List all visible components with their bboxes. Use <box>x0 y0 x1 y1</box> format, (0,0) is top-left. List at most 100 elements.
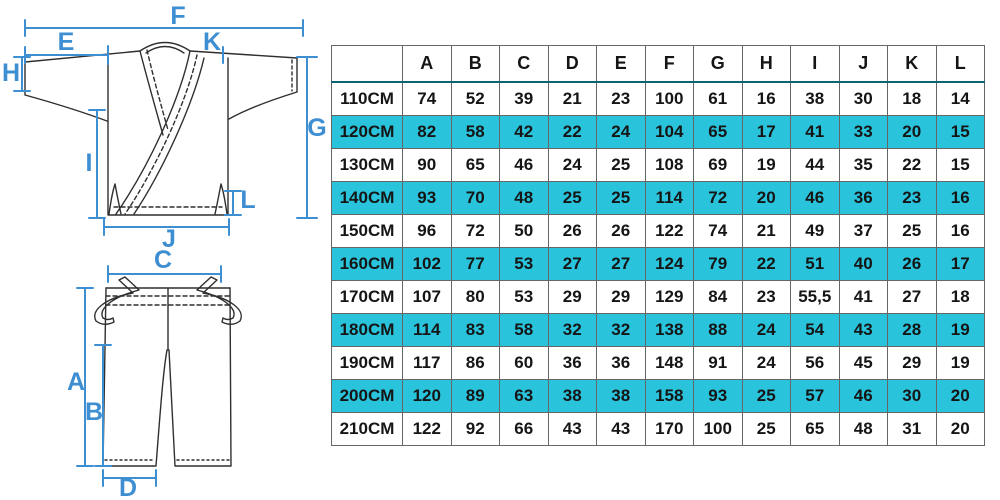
measurement-cell: 18 <box>887 81 937 116</box>
measurement-cell: 96 <box>402 214 452 248</box>
measurement-cell: 27 <box>547 247 597 281</box>
measurement-cell: 90 <box>402 148 452 182</box>
measurement-cell: 88 <box>693 313 743 347</box>
measurement-cell: 53 <box>499 280 549 314</box>
jacket-left-lapel-stitch <box>146 49 169 131</box>
corner-cell <box>331 45 403 83</box>
measurement-cell: 43 <box>547 412 597 446</box>
measurement-cell: 25 <box>887 214 937 248</box>
garment-diagrams: F E K H G I L J C A <box>2 2 327 500</box>
pants-drawing <box>94 276 242 467</box>
size-row-label: 210CM <box>331 412 403 446</box>
pants-left-tie <box>94 276 140 325</box>
measurement-cell: 25 <box>741 379 791 413</box>
measurement-cell: 35 <box>838 148 888 182</box>
measurement-cell: 26 <box>596 214 646 248</box>
pants-label-B: B <box>85 398 103 426</box>
size-row-label: 200CM <box>331 379 403 413</box>
measurement-cell: 70 <box>450 181 500 215</box>
dim-line-F <box>24 19 304 37</box>
measurement-cell: 19 <box>935 346 985 380</box>
measurement-cell: 122 <box>644 214 694 248</box>
measurement-cell: 170 <box>644 412 694 446</box>
jacket-label-E: E <box>58 28 75 56</box>
jacket-label-G: G <box>307 114 326 142</box>
size-row-label: 140CM <box>331 181 403 215</box>
measurement-cell: 25 <box>596 181 646 215</box>
jacket-side-slits <box>108 183 228 215</box>
jacket-label-K: K <box>203 28 221 56</box>
measurement-cell: 89 <box>450 379 500 413</box>
measurement-cell: 20 <box>887 115 937 149</box>
measurement-cell: 52 <box>450 81 500 116</box>
measurement-cell: 18 <box>935 280 985 314</box>
measurement-cell: 37 <box>838 214 888 248</box>
measurement-cell: 27 <box>596 247 646 281</box>
jacket-body <box>107 57 229 216</box>
measurement-cell: 29 <box>596 280 646 314</box>
measurement-cell: 23 <box>887 181 937 215</box>
pants-left-leg <box>102 287 168 467</box>
measurement-cell: 72 <box>693 181 743 215</box>
measurement-cell: 30 <box>838 81 888 116</box>
measurement-cell: 57 <box>790 379 840 413</box>
measurement-cell: 16 <box>935 181 985 215</box>
measurement-cell: 24 <box>547 148 597 182</box>
column-header-c: C <box>499 45 549 83</box>
column-header-g: G <box>693 45 743 83</box>
measurement-cell: 129 <box>644 280 694 314</box>
measurement-cell: 36 <box>596 346 646 380</box>
measurement-cell: 86 <box>450 346 500 380</box>
dim-line-B <box>94 344 112 467</box>
dim-line-H <box>13 56 31 92</box>
size-row-label: 130CM <box>331 148 403 182</box>
measurement-cell: 48 <box>838 412 888 446</box>
measurement-cell: 56 <box>790 346 840 380</box>
pants-label-C: C <box>154 246 172 274</box>
measurement-cell: 46 <box>790 181 840 215</box>
measurement-cell: 46 <box>499 148 549 182</box>
dim-line-L <box>224 190 242 216</box>
jacket-label-I: I <box>86 149 93 177</box>
measurement-cell: 65 <box>693 115 743 149</box>
measurement-cell: 82 <box>402 115 452 149</box>
size-row-label: 120CM <box>331 115 403 149</box>
jacket-drawing <box>24 41 298 216</box>
jacket-right-lapel-stitch <box>124 54 198 215</box>
measurement-cell: 17 <box>741 115 791 149</box>
dim-line-E <box>24 45 109 65</box>
measurement-cell: 48 <box>499 181 549 215</box>
measurement-cell: 23 <box>596 81 646 116</box>
measurement-cell: 33 <box>838 115 888 149</box>
measurement-cell: 20 <box>935 412 985 446</box>
measurement-cell: 53 <box>499 247 549 281</box>
measurement-cell: 30 <box>887 379 937 413</box>
measurement-cell: 22 <box>741 247 791 281</box>
measurement-cell: 60 <box>499 346 549 380</box>
measurement-cell: 124 <box>644 247 694 281</box>
measurement-cell: 100 <box>644 81 694 116</box>
column-header-i: I <box>790 45 840 83</box>
measurement-cell: 29 <box>547 280 597 314</box>
jacket-label-L: L <box>240 186 255 214</box>
measurement-cell: 26 <box>547 214 597 248</box>
measurement-cell: 122 <box>402 412 452 446</box>
measurement-cell: 15 <box>935 115 985 149</box>
measurement-cell: 32 <box>547 313 597 347</box>
measurement-cell: 24 <box>741 346 791 380</box>
measurement-cell: 14 <box>935 81 985 116</box>
measurement-cell: 26 <box>887 247 937 281</box>
measurement-cell: 77 <box>450 247 500 281</box>
measurement-cell: 158 <box>644 379 694 413</box>
jacket-left-sleeve <box>24 61 108 122</box>
measurement-cell: 44 <box>790 148 840 182</box>
measurement-cell: 32 <box>596 313 646 347</box>
measurement-cell: 40 <box>838 247 888 281</box>
measurement-cell: 49 <box>790 214 840 248</box>
measurement-cell: 16 <box>741 81 791 116</box>
